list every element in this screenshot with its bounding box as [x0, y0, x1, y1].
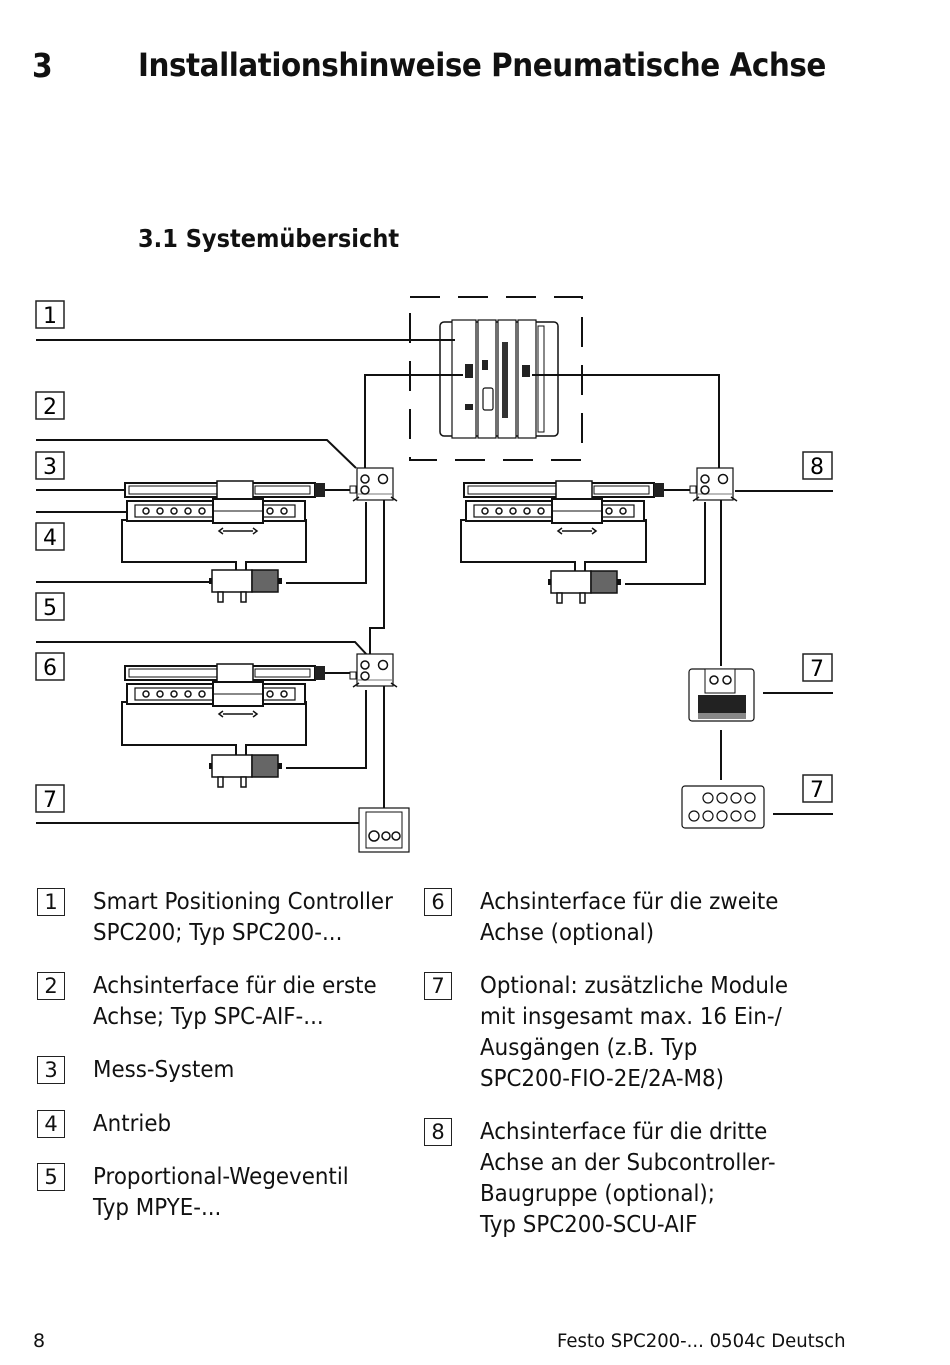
- proportional-valve-2: [208, 754, 283, 788]
- legend-number: 8: [424, 1118, 452, 1146]
- axis-interface-1: [349, 467, 398, 502]
- legend-text: Smart Positioning Controller SPC200; Typ…: [93, 889, 393, 946]
- callout-5: 5: [35, 592, 65, 621]
- controller-frame: [409, 296, 583, 461]
- callout-7b-label: 7: [810, 657, 824, 682]
- callout-3: 3: [35, 451, 65, 480]
- legend-number: 2: [37, 972, 65, 1000]
- legend-text: Achsinterface für die dritte Achse an de…: [480, 1119, 776, 1238]
- legend-number: 6: [424, 888, 452, 916]
- callout-7b: 7: [802, 653, 833, 682]
- callout-5-label: 5: [43, 596, 57, 621]
- legend-number: 7: [424, 972, 452, 1000]
- callout-3-label: 3: [43, 455, 57, 480]
- document-reference: Festo SPC200-... 0504c Deutsch: [557, 1330, 846, 1352]
- page-number: 8: [33, 1330, 46, 1352]
- drive-3: [463, 480, 665, 535]
- legend-text: Antrieb: [93, 1111, 172, 1137]
- callout-4: 4: [35, 522, 65, 551]
- callout-8-label: 8: [810, 455, 824, 480]
- smart-positioning-controller: [439, 319, 559, 439]
- legend-text: Achsinterface für die erste Achse; Typ S…: [93, 973, 377, 1030]
- callout-7c-label: 7: [810, 778, 824, 803]
- callout-1: 1: [35, 300, 65, 329]
- io-module-1: [358, 807, 410, 853]
- legend-text: Achsinterface für die zweite Achse (opti…: [480, 889, 779, 946]
- drive-1: [124, 480, 326, 535]
- legend-text: Mess-System: [93, 1057, 235, 1083]
- callout-2: 2: [35, 391, 65, 420]
- io-module-2: [688, 668, 755, 722]
- legend-number: 5: [37, 1163, 65, 1191]
- proportional-valve-1: [208, 569, 283, 603]
- callout-2-label: 2: [43, 395, 57, 420]
- axis-interface-2: [349, 653, 398, 688]
- chapter-title: Installationshinweise Pneumatische Achse: [138, 46, 826, 84]
- leader-lines: [36, 339, 833, 824]
- chapter-number: 3: [32, 46, 53, 85]
- callout-7: 7: [35, 784, 65, 813]
- callout-4-label: 4: [43, 526, 57, 551]
- proportional-valve-3: [547, 570, 622, 604]
- callout-6: 6: [35, 652, 65, 681]
- callout-1-label: 1: [43, 304, 57, 329]
- section-title: 3.1 Systemübersicht: [138, 224, 400, 253]
- legend-text: Optional: zusätzliche Module mit insgesa…: [480, 973, 789, 1092]
- callout-8: 8: [802, 451, 833, 480]
- system-overview-diagram: 1 2 3 4 5 6 7 8 7 7: [35, 296, 833, 853]
- callout-7-label: 7: [43, 788, 57, 813]
- callout-7c: 7: [802, 774, 833, 803]
- legend-number: 4: [37, 1110, 65, 1138]
- drive-2: [124, 663, 326, 718]
- legend-text: Proportional-Wegeventil Typ MPYE-...: [93, 1164, 349, 1221]
- legend-number: 1: [37, 888, 65, 916]
- legend-number: 3: [37, 1056, 65, 1084]
- axis-interface-3: [689, 467, 738, 502]
- callout-6-label: 6: [43, 656, 57, 681]
- io-module-3: [681, 785, 765, 829]
